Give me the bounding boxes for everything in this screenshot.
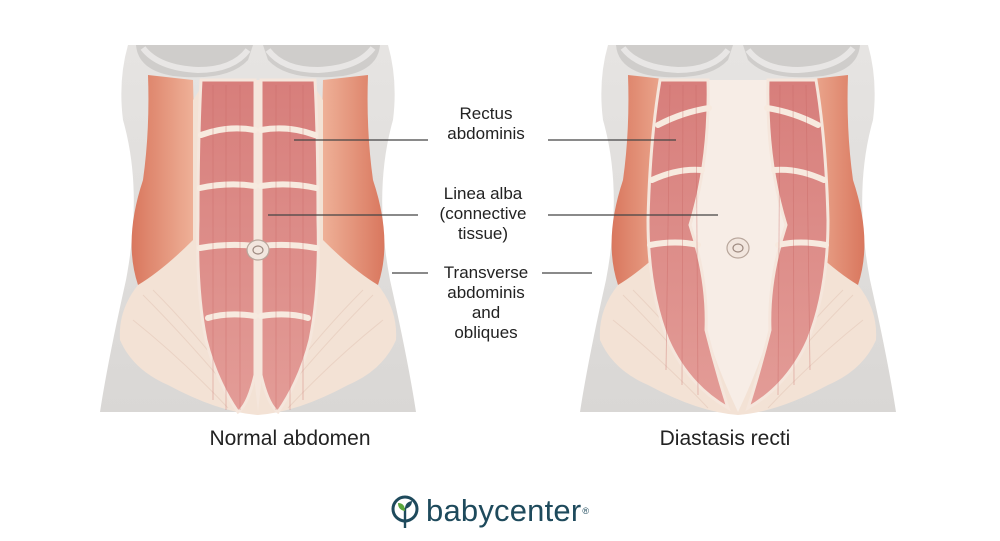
leader-lines xyxy=(268,139,718,274)
logo-wordmark: babycenter® xyxy=(426,493,590,528)
label-transverse-abdominis: Transverse abdominis and obliques xyxy=(443,263,529,342)
navel xyxy=(246,239,270,261)
diastasis-recti-figure xyxy=(580,45,896,415)
navel xyxy=(726,237,750,259)
label-linea-alba: Linea alba (connective tissue) xyxy=(439,184,527,243)
caption-diastasis-recti: Diastasis recti xyxy=(659,427,791,450)
caption-normal-abdomen: Normal abdomen xyxy=(209,427,371,450)
sprout-icon xyxy=(391,495,419,528)
normal-abdomen-figure xyxy=(100,45,416,415)
label-rectus-abdominis: Rectus abdominis xyxy=(447,104,525,143)
babycenter-logo: babycenter® xyxy=(388,492,628,532)
